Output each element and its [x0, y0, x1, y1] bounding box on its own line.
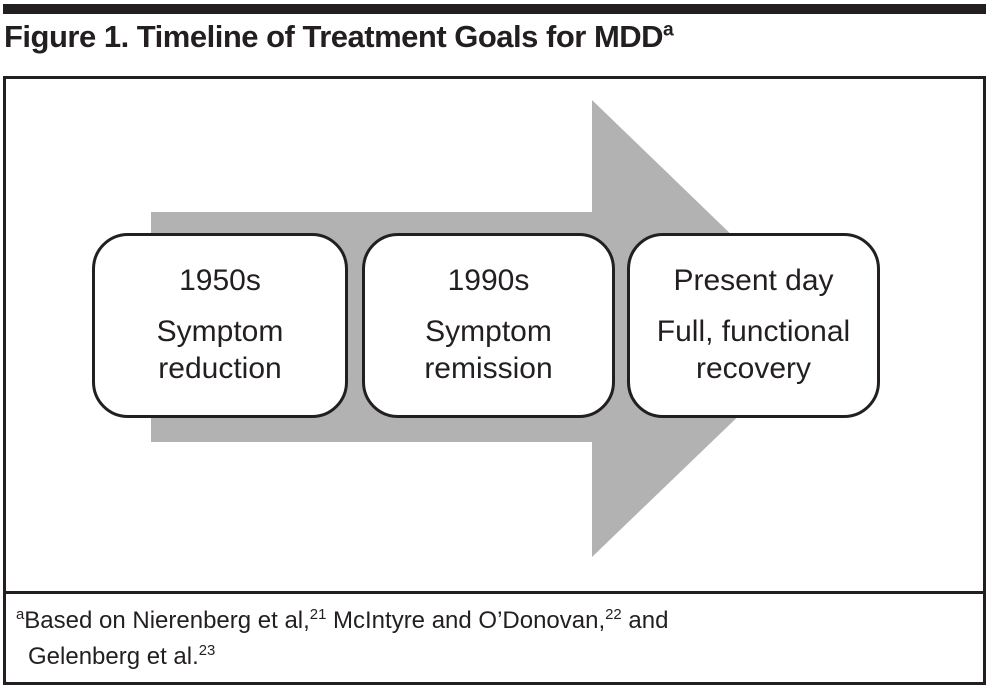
- stage-box-present-day: Present day Full, functional recovery: [627, 233, 880, 418]
- stage-box-1990s: 1990s Symptom remission: [362, 233, 615, 418]
- footnote-text-3: and: [621, 607, 669, 634]
- stage-era-label: Present day: [673, 263, 834, 297]
- footnote: aBased on Nierenberg et al,21 McIntyre a…: [6, 591, 983, 682]
- stage-box-1950s: 1950s Symptom reduction: [92, 233, 348, 418]
- stage-goal-label: Symptom remission: [424, 315, 553, 386]
- footnote-text-1: Based on Nierenberg et al,: [24, 607, 310, 634]
- footnote-marker: a: [16, 607, 25, 623]
- footnote-text-4: Gelenberg et al.: [28, 643, 199, 671]
- footnote-ref-23: 23: [198, 643, 216, 660]
- footnote-ref-21: 21: [309, 607, 327, 623]
- figure-title: Figure 1. Timeline of Treatment Goals fo…: [4, 19, 674, 55]
- figure-title-text: Figure 1. Timeline of Treatment Goals fo…: [4, 19, 664, 54]
- timeline-diagram: 1950s Symptom reduction 1990s Symptom re…: [6, 79, 983, 591]
- stage-era-label: 1950s: [179, 263, 261, 297]
- stage-goal-label: Full, functional recovery: [656, 315, 851, 386]
- stage-goal-label: Symptom reduction: [156, 315, 284, 386]
- title-top-rule: [3, 4, 986, 14]
- footnote-text-2: McIntyre and O’Donovan,: [326, 607, 606, 634]
- figure-frame: 1950s Symptom reduction 1990s Symptom re…: [3, 76, 986, 685]
- figure-title-superscript: a: [663, 19, 674, 41]
- stage-era-label: 1990s: [447, 263, 530, 297]
- footnote-ref-22: 22: [605, 607, 622, 623]
